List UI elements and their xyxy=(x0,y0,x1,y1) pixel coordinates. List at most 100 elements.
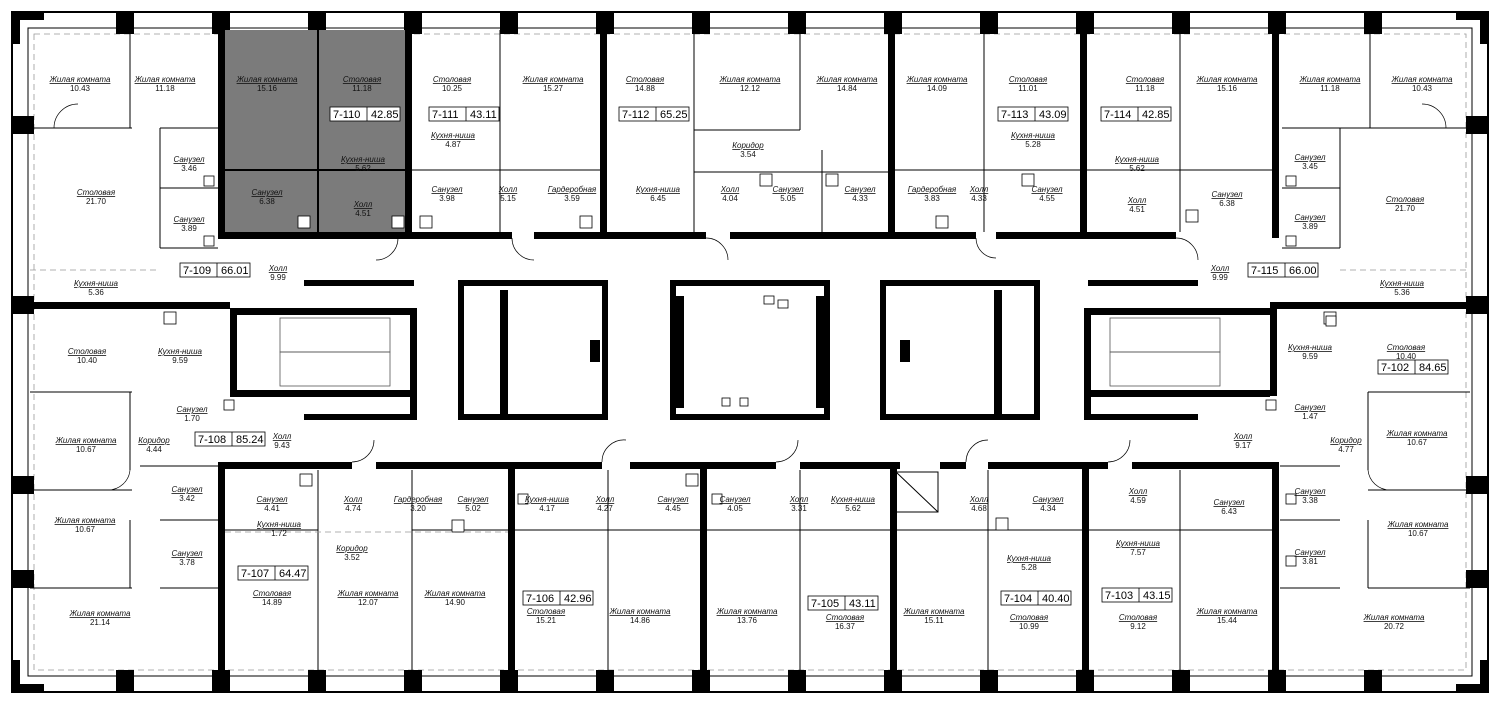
apartment-label-box xyxy=(1377,359,1449,375)
room-area: 11.01 xyxy=(1018,84,1038,93)
room-name: Жилая комната xyxy=(134,75,196,84)
room-name: Холл xyxy=(1210,264,1230,273)
room-name: Холл xyxy=(595,495,615,504)
apartment-id: 7-102 xyxy=(1381,362,1409,374)
room-name: Санузел xyxy=(251,188,283,197)
apartment-id: 7-110 xyxy=(333,109,360,121)
room-name: Холл xyxy=(720,185,740,194)
room-area: 14.89 xyxy=(262,598,283,607)
room-area: 4.41 xyxy=(264,504,280,513)
room-area: 10.99 xyxy=(1019,622,1040,631)
room-name: Холл xyxy=(498,185,518,194)
room-area: 12.07 xyxy=(358,598,379,607)
interior-walls xyxy=(30,30,1470,672)
room-name: Коридор xyxy=(732,141,764,150)
apartment-label-box xyxy=(1101,587,1173,603)
room-name: Коридор xyxy=(1330,436,1362,445)
room-name: Жилая комната xyxy=(1299,75,1361,84)
room-area: 9.43 xyxy=(274,441,290,450)
room-area: 4.68 xyxy=(971,504,987,513)
apartment-label-box xyxy=(807,595,879,611)
room-name: Жилая комната xyxy=(1391,75,1453,84)
room-name: Жилая комната xyxy=(49,75,111,84)
room-area: 3.81 xyxy=(1302,557,1318,566)
apartment-label-box xyxy=(1000,590,1072,606)
room-name: Холл xyxy=(1128,487,1148,496)
room-area: 16.37 xyxy=(835,622,856,631)
room-name: Санузел xyxy=(1032,495,1064,504)
room-area: 4.05 xyxy=(727,504,743,513)
apartment-id: 7-107 xyxy=(241,568,269,580)
room-name: Столовая xyxy=(1386,195,1425,204)
apartment-label-box xyxy=(997,106,1069,122)
room-name: Жилая комната xyxy=(719,75,781,84)
room-area: 15.16 xyxy=(257,84,278,93)
room-area: 4.55 xyxy=(1039,194,1055,203)
apartment-label-box xyxy=(179,262,251,278)
fixtures xyxy=(163,173,1337,567)
room-name: Кухня-ниша xyxy=(636,185,680,194)
room-area: 21.14 xyxy=(90,618,111,627)
room-area: 14.09 xyxy=(927,84,948,93)
room-name: Жилая комната xyxy=(1363,613,1425,622)
apartment-id: 7-112 xyxy=(622,109,649,121)
selected-unit-7-110[interactable] xyxy=(222,30,408,234)
apartment-label-box xyxy=(428,106,500,122)
room-area: 10.67 xyxy=(76,445,97,454)
room-area: 4.34 xyxy=(1040,504,1056,513)
room-name: Кухня-ниша xyxy=(1011,131,1055,140)
room-name: Столовая xyxy=(433,75,472,84)
room-area: 6.38 xyxy=(1219,199,1235,208)
room-name: Санузел xyxy=(1294,403,1326,412)
apartment-label-box xyxy=(194,431,266,447)
room-name: Кухня-ниша xyxy=(1115,155,1159,164)
room-name: Столовая xyxy=(1010,613,1049,622)
room-name: Холл xyxy=(1127,196,1147,205)
apartment-id: 7-115 xyxy=(1251,265,1278,277)
apartment-id: 7-104 xyxy=(1004,593,1032,605)
